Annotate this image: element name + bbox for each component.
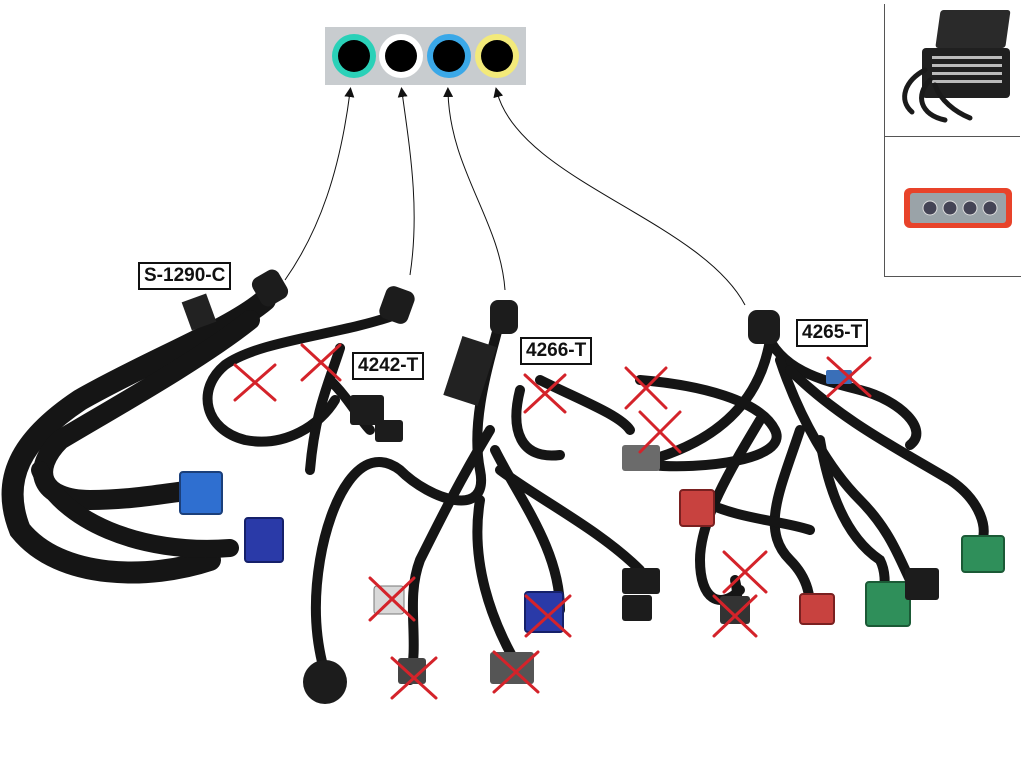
- harness-4266t-end-connector: [490, 300, 518, 334]
- harness-4266t-plug-a: [622, 568, 660, 594]
- harness-4242t-plug: [350, 395, 384, 425]
- harness-4266t-plug-e: [398, 658, 426, 684]
- harness-s1290c: [1, 289, 276, 584]
- crossout-mark: [826, 356, 872, 398]
- leader-line-2: [397, 87, 415, 276]
- crossout-mark: [638, 410, 682, 454]
- harness-s1290c-end-connector: [251, 269, 289, 307]
- crossout-mark: [712, 594, 758, 638]
- port-hole-yellow: [481, 40, 513, 72]
- harness-4265t-plug-b: [720, 596, 750, 624]
- thumbnail-frame: [884, 4, 1021, 277]
- leader-lines: [284, 87, 746, 306]
- harness-4266t-round-connector: [303, 660, 347, 704]
- crossout-mark: [523, 373, 567, 414]
- leader-line-4: [493, 87, 746, 306]
- crossout-mark: [624, 366, 668, 410]
- crossout-mark: [390, 656, 438, 700]
- harness-4242t-plug-2: [375, 420, 403, 442]
- crossout-mark: [524, 594, 572, 638]
- red-connector-2: [799, 593, 835, 625]
- harness-4242t-end-connector: [379, 286, 415, 324]
- blue-connector-2: [244, 517, 284, 563]
- harness-4266t-plug-b: [622, 595, 652, 621]
- harness-4265t-plug-a: [905, 568, 939, 600]
- crossout-mark: [300, 343, 342, 382]
- harness-4266t-tag: [443, 335, 497, 407]
- leader-line-1: [284, 87, 355, 281]
- harness-4266t: [310, 315, 645, 695]
- port-hole-white: [385, 40, 417, 72]
- port-hole-blue: [433, 40, 465, 72]
- harness-s1290c-tag: [181, 293, 217, 331]
- leader-line-3: [443, 87, 506, 291]
- crossout-mark: [233, 363, 277, 402]
- interface-box-thumbnail: [904, 188, 1012, 228]
- port-panel-svg: [332, 34, 519, 78]
- red-connector-1: [679, 489, 715, 527]
- case-thumbnail: [902, 10, 1011, 123]
- blue-connector-1: [179, 471, 223, 515]
- green-connector-2: [961, 535, 1005, 573]
- thumbnail-divider: [884, 136, 1020, 137]
- harness-4265t-end-connector: [748, 310, 780, 344]
- crossout-mark: [492, 650, 540, 694]
- harness-4265t-gray-plug: [622, 445, 660, 471]
- port-hole-teal: [338, 40, 370, 72]
- connector-port-panel: [325, 27, 526, 85]
- label-4265t: 4265-T: [796, 319, 869, 347]
- label-4242t: 4242-T: [352, 352, 425, 380]
- crossouts: [233, 343, 872, 700]
- label-s1290c: S-1290-C: [138, 262, 232, 290]
- label-4266t: 4266-T: [520, 337, 593, 365]
- crossout-mark: [722, 550, 768, 594]
- green-connector-1: [865, 581, 911, 627]
- crossout-mark: [368, 576, 416, 622]
